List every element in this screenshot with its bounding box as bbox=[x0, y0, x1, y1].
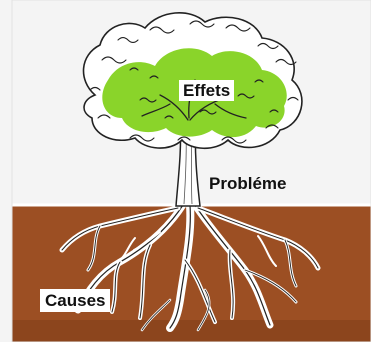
causes-label: Causes bbox=[40, 289, 111, 312]
soil-bottom-shadow bbox=[12, 320, 371, 342]
tree-roots bbox=[59, 201, 321, 332]
effects-label: Effets bbox=[179, 80, 235, 101]
problem-label: Probléme bbox=[209, 174, 287, 193]
frame-border bbox=[11, 0, 371, 342]
